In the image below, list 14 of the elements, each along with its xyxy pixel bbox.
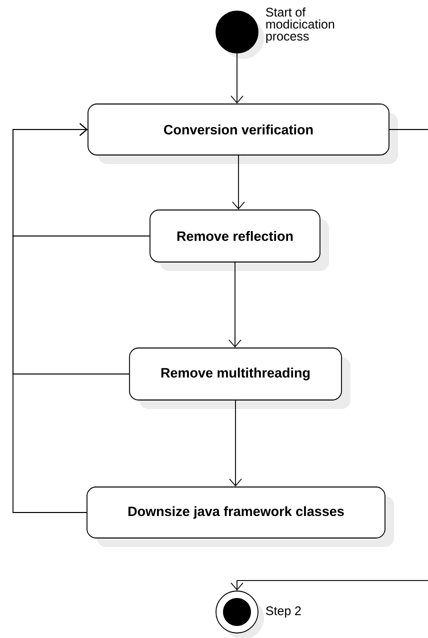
node-caption: Step 2: [266, 606, 301, 618]
arrow: [229, 400, 242, 487]
node-caption: Start of modicication process: [266, 7, 334, 44]
arrow: [230, 129, 428, 591]
start-node: [216, 10, 264, 60]
arrow: [232, 155, 245, 210]
activity-box: Remove multithreading: [129, 348, 350, 409]
end-node: [216, 590, 264, 638]
arrow: [228, 262, 242, 348]
activity-box: Remove reflection: [150, 210, 329, 271]
arrow: [12, 123, 88, 513]
activity-box: Downsize java framework classes: [86, 486, 394, 547]
activity-box: Conversion verification: [88, 104, 398, 164]
arrow: [230, 53, 244, 104]
